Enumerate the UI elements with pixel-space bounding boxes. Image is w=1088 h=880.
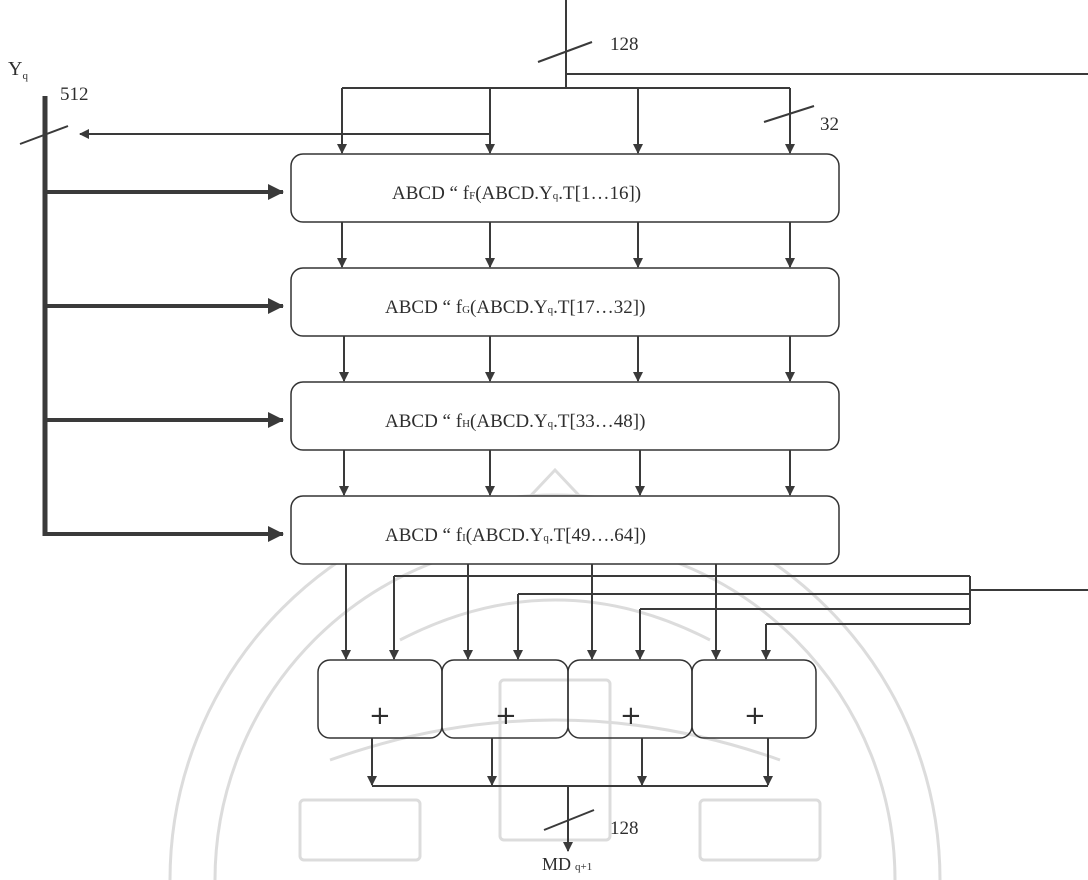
adder-output-arrows	[372, 738, 768, 851]
input-bits-label: 128	[610, 34, 639, 55]
round-f-text: ABCD “ fF(ABCD.Yq.T[1…16])	[392, 183, 641, 204]
word-bits-label: 32	[820, 114, 839, 135]
feedforward-lines	[394, 576, 1088, 659]
output-bits-label: 128	[610, 818, 639, 839]
adder-4-plus: +	[744, 701, 766, 731]
adder-3-plus: +	[620, 701, 642, 731]
input-line	[80, 0, 1088, 153]
adder-boxes	[318, 660, 816, 738]
inter-round-arrows	[342, 222, 790, 495]
round-boxes	[291, 154, 839, 564]
yq-bits-label: 512	[60, 84, 89, 105]
yq-bus	[20, 96, 283, 536]
adder-1-plus: +	[369, 701, 391, 731]
round-g-text: ABCD “ fG(ABCD.Yq.T[17…32])	[385, 297, 645, 318]
round-i-text: ABCD “ fI(ABCD.Yq.T[49….64])	[385, 525, 646, 546]
adder-2-plus: +	[495, 701, 517, 731]
yq-label: Yq	[8, 58, 28, 82]
round-h-text: ABCD “ fH(ABCD.Yq.T[33…48])	[385, 411, 645, 432]
